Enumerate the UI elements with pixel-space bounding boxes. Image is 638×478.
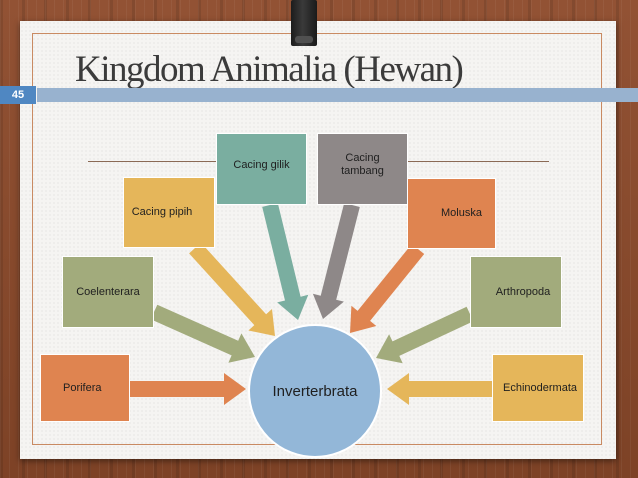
node-coelenterara: Coelenterara (62, 256, 154, 328)
binder-clip-icon (291, 0, 317, 46)
node-moluska: Moluska (407, 178, 496, 249)
node-label: Arthropoda (495, 285, 551, 298)
arrow-echinodermata (387, 373, 492, 405)
center-circle-inverterbrata: Inverterbrata (248, 324, 382, 458)
divider-left (88, 161, 218, 162)
node-cacing-gilik: Cacing gilik (216, 133, 307, 205)
arrow-porifera (130, 373, 246, 405)
arrow-cacing-tambang (312, 203, 360, 319)
node-arthropoda: Arthropoda (470, 256, 562, 328)
center-label: Inverterbrata (272, 382, 358, 400)
arrow-cacing-gilik (262, 203, 309, 320)
title-accent-bar (37, 88, 638, 102)
arrow-coelenterara (150, 304, 255, 363)
slide-title: Kingdom Animalia (Hewan) (75, 49, 464, 90)
node-label: Coelenterara (76, 285, 140, 298)
node-echinodermata: Echinodermata (492, 354, 584, 422)
divider-right (407, 161, 549, 162)
arrow-cacing-pipih (189, 242, 275, 336)
node-cacing-tambang: Cacing tambang (317, 133, 408, 205)
node-label: Cacing pipih (131, 206, 193, 218)
node-label: Echinodermata (503, 381, 577, 394)
node-label: Cacing gilik (233, 159, 290, 171)
page-number: 45 (0, 86, 36, 104)
node-cacing-pipih: Cacing pipih (123, 177, 215, 248)
node-label: Moluska (441, 207, 482, 219)
node-porifera: Porifera (40, 354, 130, 422)
arrow-moluska (350, 244, 425, 333)
arrow-arthropoda (376, 306, 474, 364)
node-label: Cacing tambang (341, 152, 384, 177)
node-label: Porifera (63, 381, 102, 394)
